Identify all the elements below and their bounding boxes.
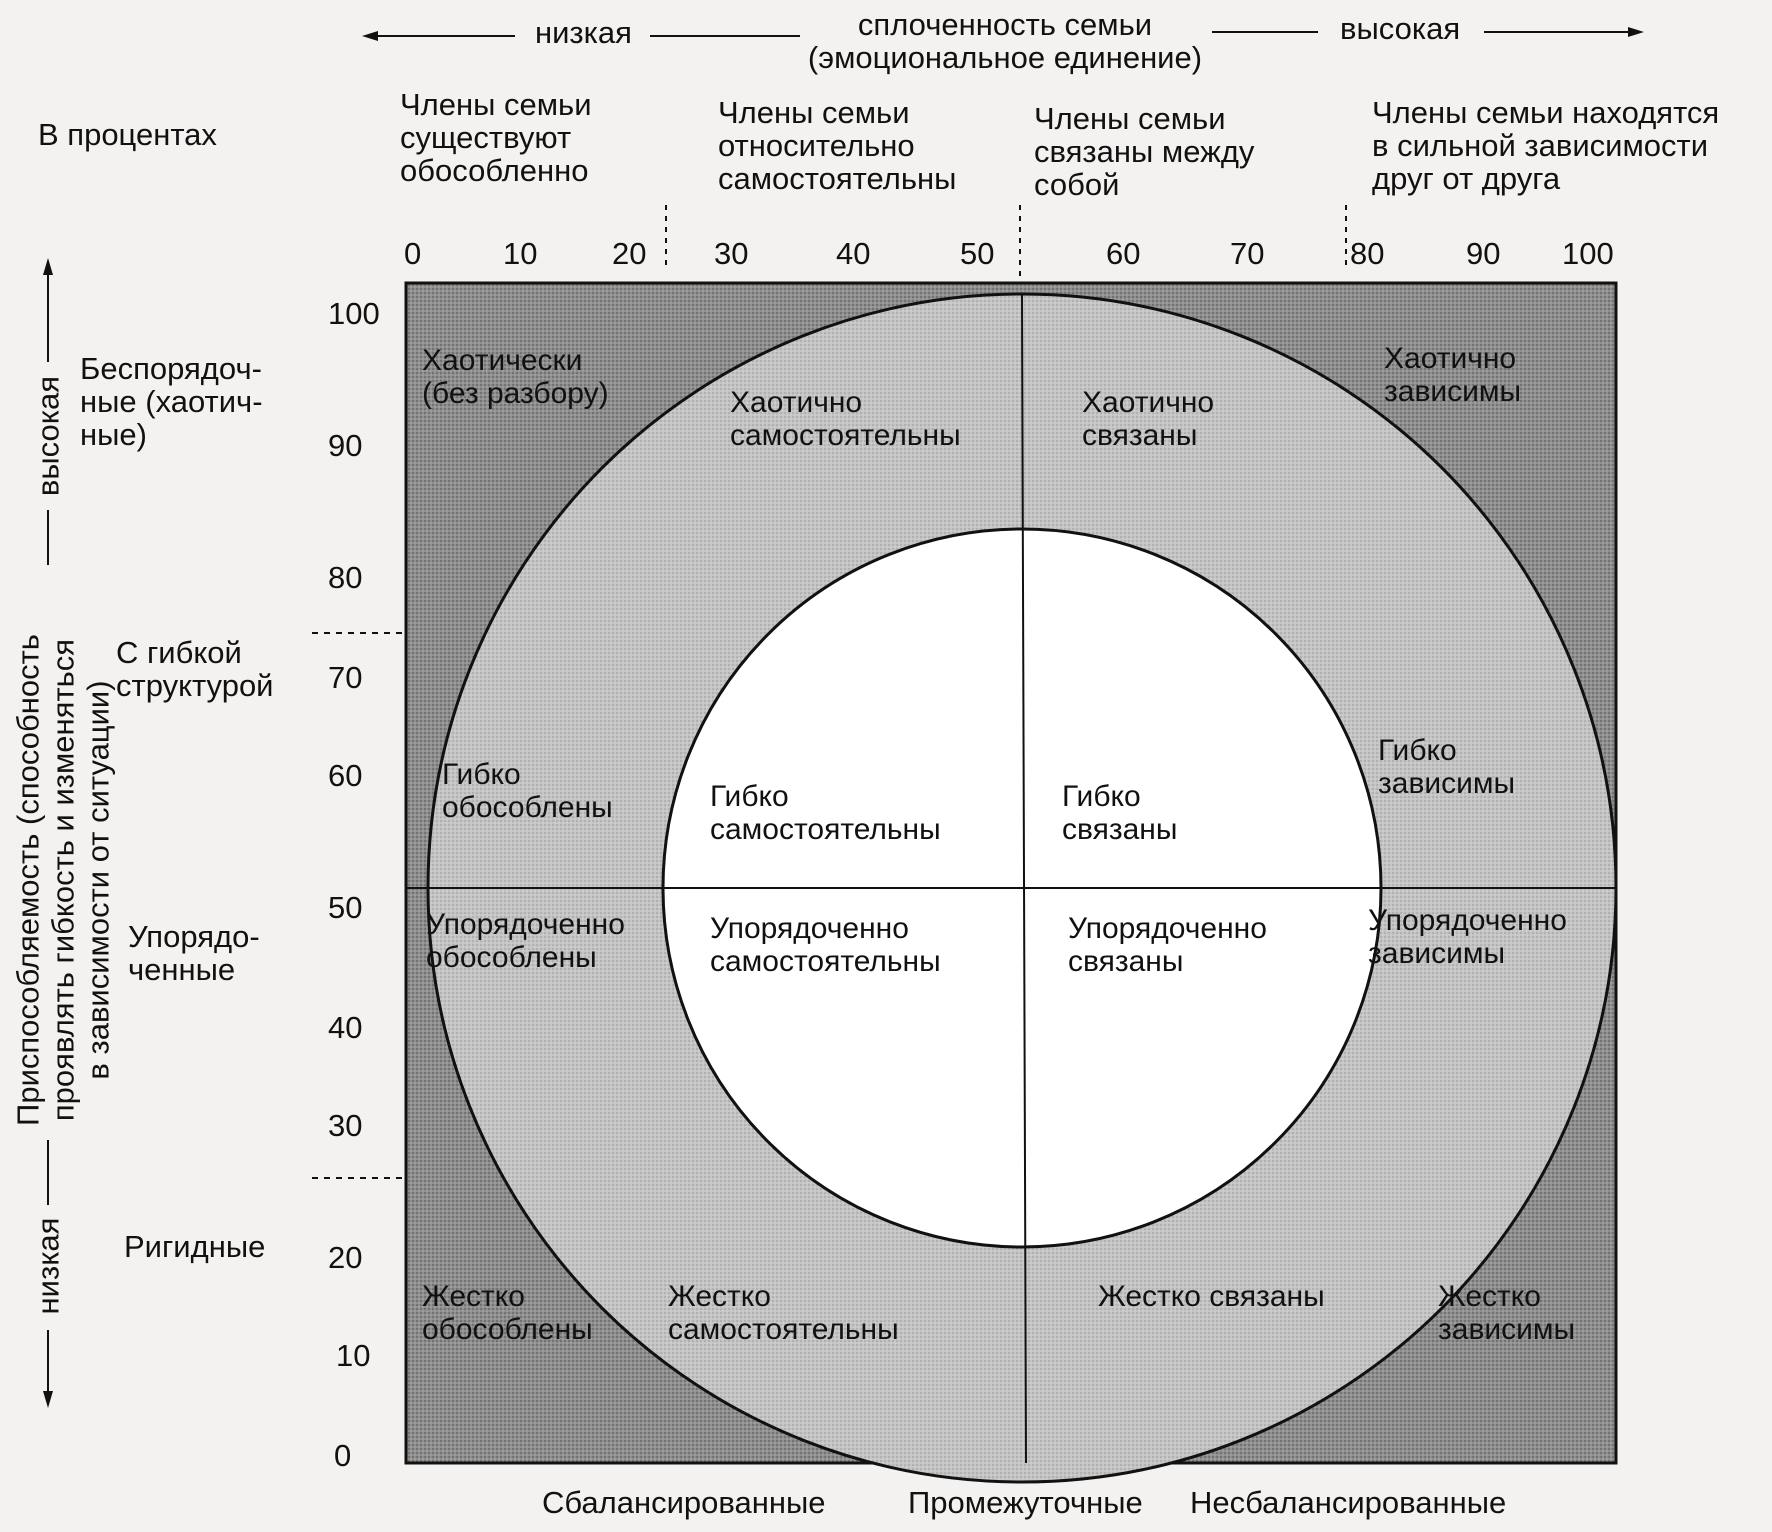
- cohesion-level-separated: Члены семьи относительно самостоятельны: [718, 95, 957, 196]
- y-tick: 10: [336, 1338, 371, 1373]
- adaptability-level-chaotic: Беспорядоч- ные (хаотич- ные): [80, 351, 263, 452]
- x-tick: 90: [1466, 236, 1501, 271]
- cohesion-title-line2: (эмоциональное единение): [807, 40, 1203, 75]
- y-tick: 40: [328, 1010, 363, 1045]
- cell-chaotic-independent: Хаотично самостоятельны: [730, 386, 961, 452]
- vertical-divider: [1021, 293, 1027, 1464]
- cell-chaotic-separated: Хаотически (без разбору): [422, 344, 609, 410]
- cell-flexible-dependent: Гибко зависимы: [1378, 734, 1516, 800]
- cell-rigid-dependent: Жестко зависимы: [1438, 1280, 1576, 1346]
- adaptability-level-rigid: Ригидные: [124, 1229, 266, 1264]
- header-arrows: [362, 27, 1644, 41]
- cell-ordered-separated: Упорядоченно обособлены: [426, 908, 625, 974]
- y-tick: 100: [328, 296, 380, 331]
- cell-flexible-separated: Гибко обособлены: [442, 758, 613, 824]
- x-tick: 100: [1562, 236, 1614, 271]
- adaptability-low-label: низкая: [30, 1217, 66, 1315]
- y-tick: 70: [328, 660, 363, 695]
- adaptability-level-flexible: С гибкой структурой: [116, 635, 274, 703]
- cohesion-low-label: низкая: [535, 15, 632, 50]
- y-tick: 60: [328, 758, 363, 793]
- legend-intermediate: Промежуточные: [908, 1485, 1143, 1520]
- x-tick: 10: [503, 236, 538, 271]
- x-tick: 50: [960, 236, 995, 271]
- x-tick: 30: [714, 236, 749, 271]
- adaptability-axis-title: Приспособляемость (способность проявлять…: [11, 600, 116, 1160]
- cell-flexible-independent: Гибко самостоятельны: [710, 780, 941, 846]
- cell-ordered-dependent: Упорядоченно зависимы: [1368, 904, 1567, 970]
- cohesion-level-connected: Члены семьи связаны между собой: [1034, 101, 1255, 202]
- cohesion-title-line1: сплоченность семьи: [857, 7, 1153, 42]
- cell-rigid-separated: Жестко обособлены: [422, 1280, 593, 1346]
- y-tick: 90: [328, 428, 363, 463]
- cohesion-level-enmeshed: Члены семьи находятся в сильной зависимо…: [1372, 95, 1720, 196]
- cell-ordered-connected: Упорядоченно связаны: [1068, 912, 1267, 978]
- cell-chaotic-connected: Хаотично связаны: [1082, 386, 1215, 452]
- cohesion-high-label: высокая: [1340, 11, 1461, 46]
- left-separators: [312, 632, 402, 1179]
- legend-unbalanced: Несбалансированные: [1190, 1485, 1507, 1520]
- y-tick: 30: [328, 1108, 363, 1143]
- y-tick: 80: [328, 560, 363, 595]
- x-tick: 60: [1106, 236, 1141, 271]
- cell-rigid-connected: Жестко связаны: [1098, 1280, 1325, 1313]
- adaptability-title-line3: в зависимости от ситуации): [80, 680, 116, 1080]
- adaptability-title-line2: проявлять гибкость и изменяться: [45, 638, 81, 1122]
- percent-label: В процентах: [38, 117, 217, 152]
- legend-balanced: Сбалансированные: [542, 1485, 826, 1520]
- y-tick: 50: [328, 890, 363, 925]
- cohesion-title: сплоченность семьи (эмоциональное единен…: [795, 8, 1215, 74]
- x-tick: 70: [1230, 236, 1265, 271]
- y-tick: 20: [328, 1240, 363, 1275]
- x-tick: 80: [1350, 236, 1385, 271]
- x-tick: 20: [612, 236, 647, 271]
- y-axis-arrow: [43, 258, 53, 1408]
- cohesion-level-disengaged: Члены семьи существуют обособленно: [400, 87, 592, 188]
- cell-flexible-connected: Гибко связаны: [1062, 780, 1178, 846]
- x-tick: 0: [404, 236, 422, 271]
- adaptability-high-label: высокая: [30, 375, 66, 497]
- adaptability-title-line1: Приспособляемость (способность: [10, 634, 46, 1126]
- cell-rigid-independent: Жестко самостоятельны: [668, 1280, 899, 1346]
- y-tick: 0: [334, 1438, 352, 1473]
- x-tick: 40: [836, 236, 871, 271]
- top-separators: [665, 205, 1347, 280]
- cell-ordered-independent: Упорядоченно самостоятельны: [710, 912, 941, 978]
- cell-chaotic-dependent: Хаотично зависимы: [1384, 342, 1522, 408]
- adaptability-level-structured: Упорядо- ченные: [128, 919, 260, 987]
